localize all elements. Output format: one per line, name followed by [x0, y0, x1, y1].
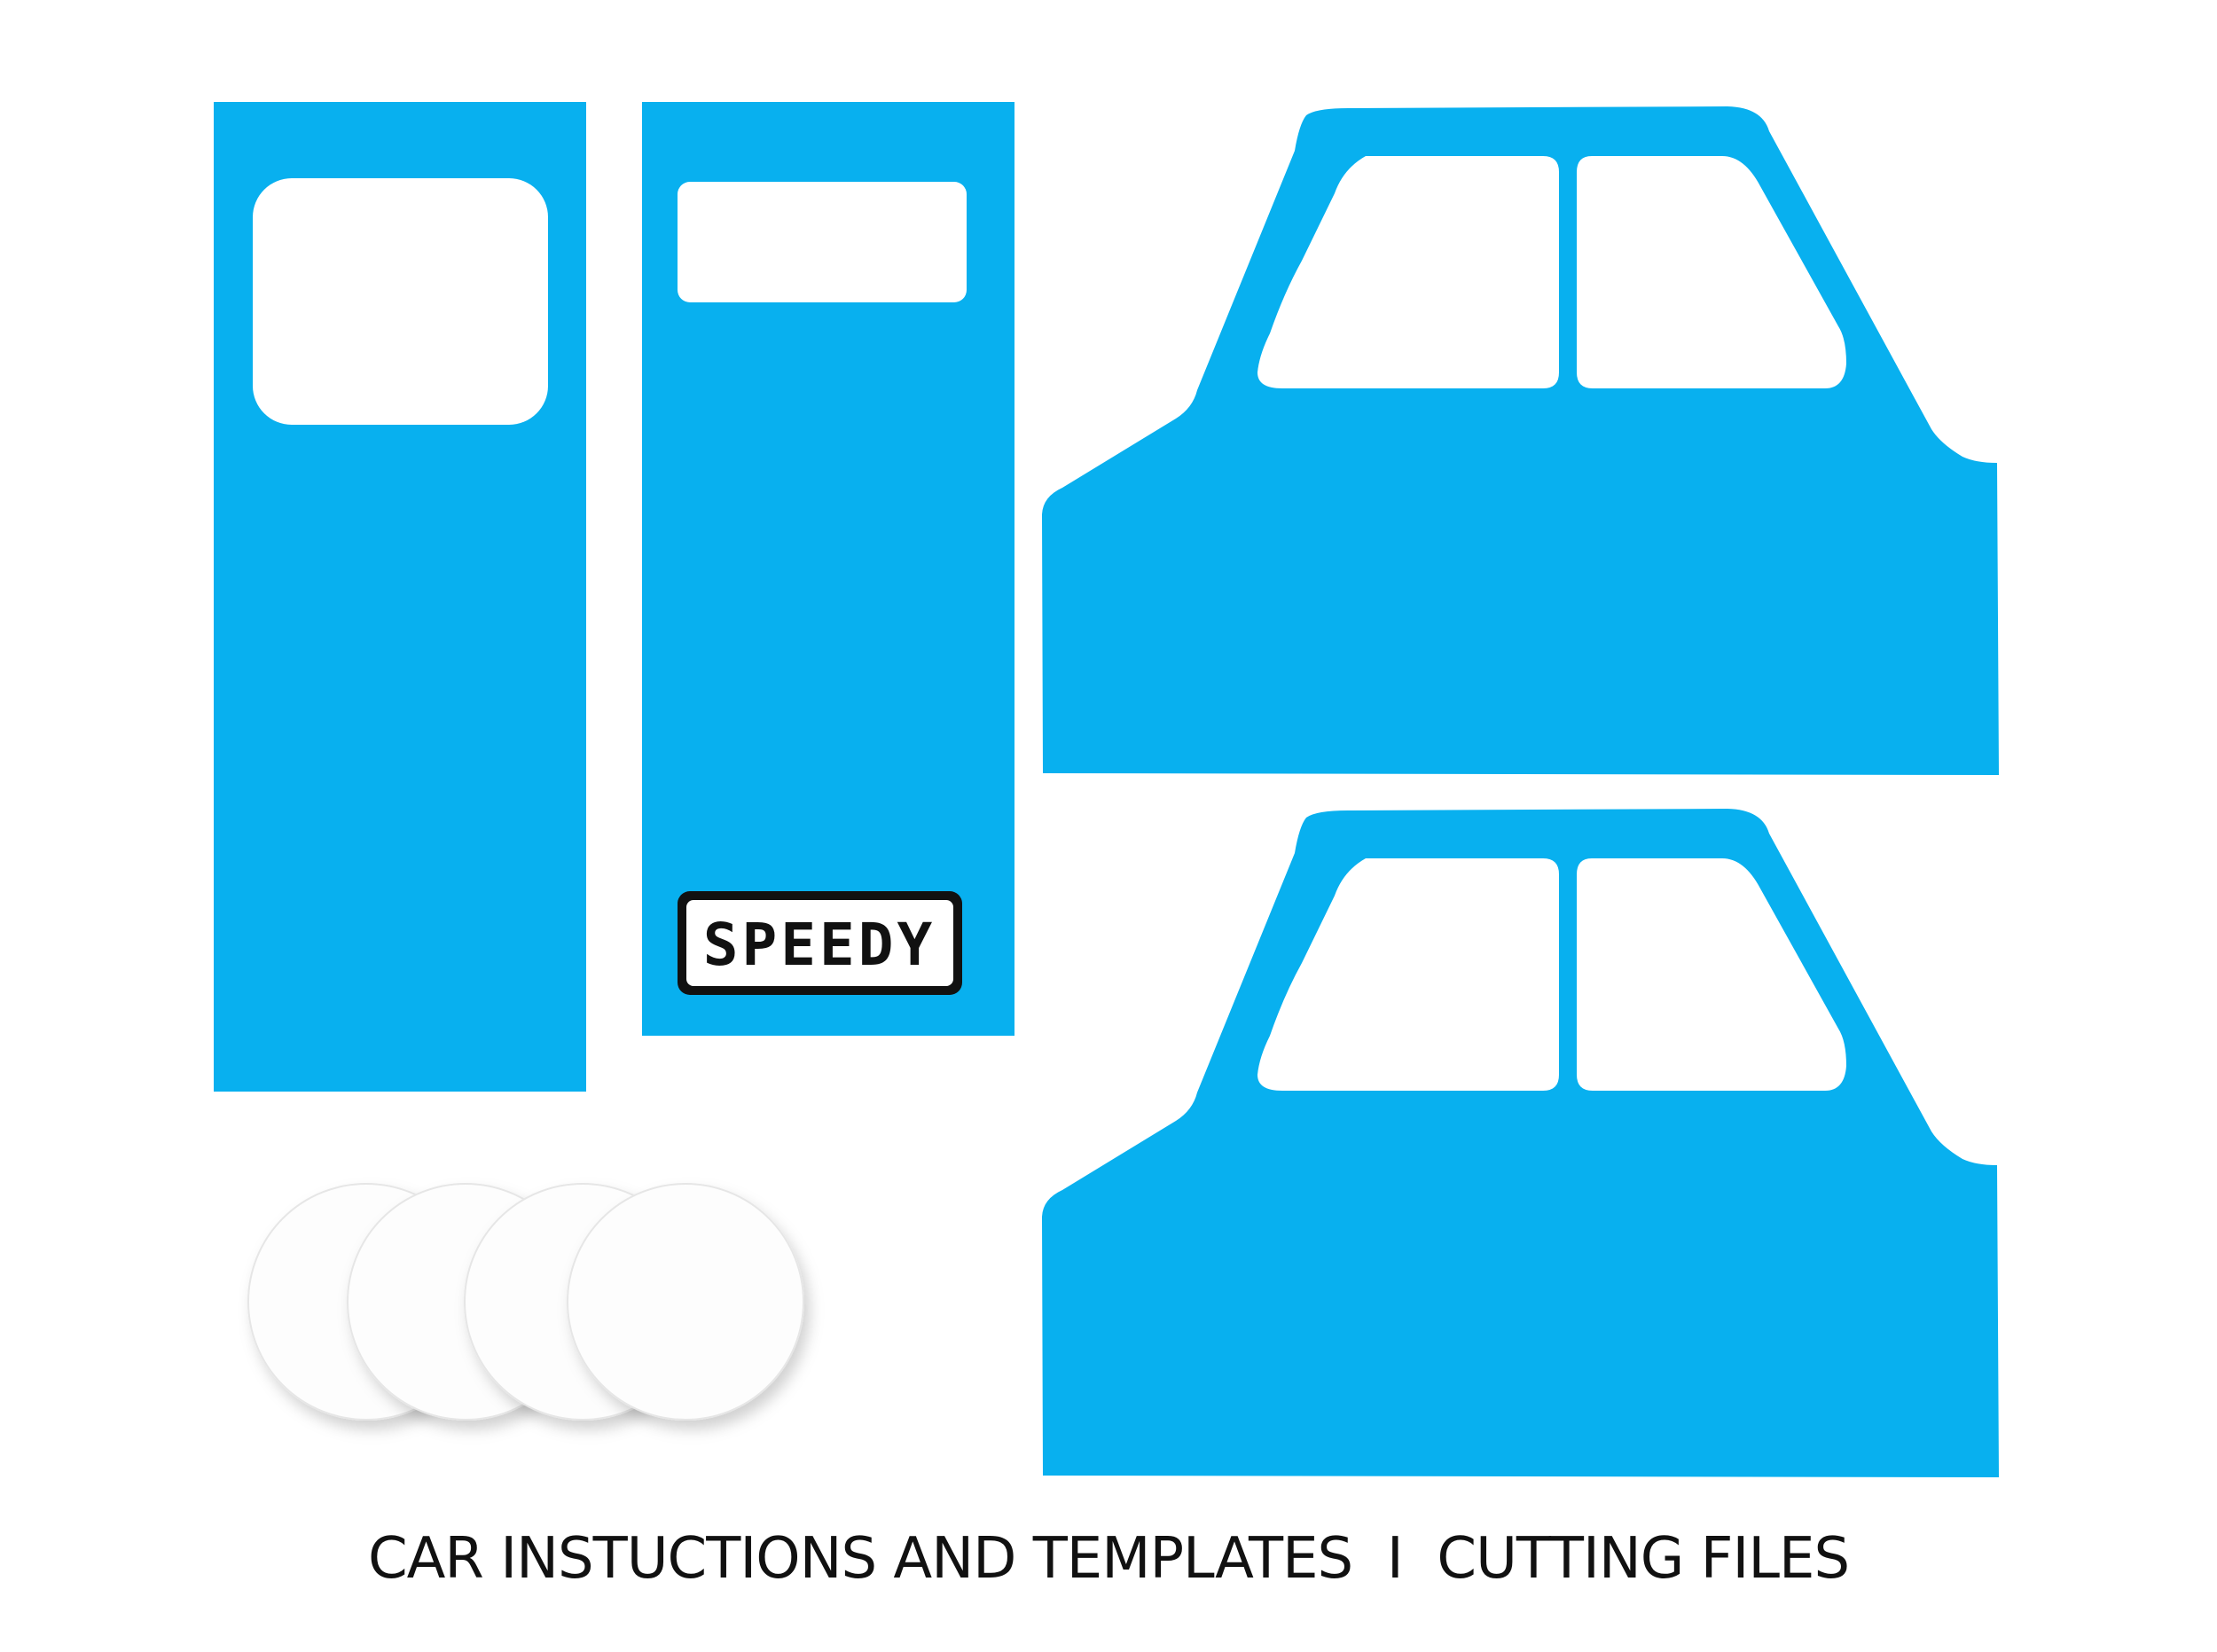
badge-text: SPEEDY [703, 911, 936, 979]
wheel-set [247, 1183, 804, 1421]
badge-inner-white [686, 900, 953, 986]
wheel-4[interactable] [567, 1183, 804, 1421]
side-panel-top-template[interactable] [1042, 106, 1999, 775]
footer-caption: CAR INSTUCTIONS AND TEMPLATES I CUTTING … [367, 1526, 1850, 1592]
front-windshield-cutout [253, 178, 548, 425]
rear-window-cutout [678, 182, 967, 302]
side-panel-bottom-template[interactable] [1042, 809, 1999, 1477]
license-plate-badge: SPEEDY [678, 891, 962, 995]
front-panel-template[interactable] [214, 102, 586, 1092]
rear-panel-template[interactable]: SPEEDY [642, 102, 1014, 1036]
